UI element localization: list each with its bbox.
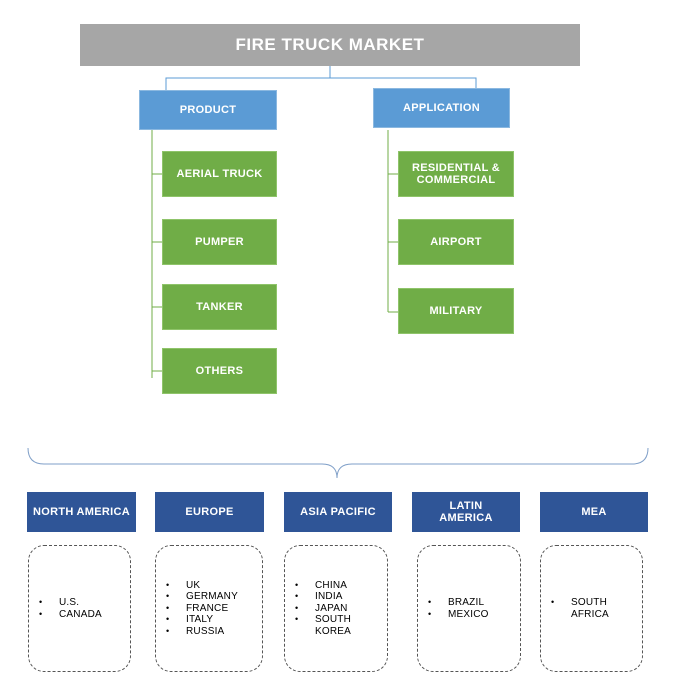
country-list: BRAZIL MEXICO bbox=[418, 597, 489, 620]
country-item: U.S. bbox=[39, 597, 102, 609]
country-item: SOUTH AFRICA bbox=[551, 597, 615, 620]
country-list: UK GERMANY FRANCE ITALY RUSSIA bbox=[156, 580, 238, 638]
country-list: U.S. CANADA bbox=[29, 597, 102, 620]
product-item-others: OTHERS bbox=[162, 348, 277, 394]
country-item: UK bbox=[166, 580, 238, 592]
product-item-tanker: TANKER bbox=[162, 284, 277, 330]
country-item: RUSSIA bbox=[166, 626, 238, 638]
regions-brace bbox=[27, 447, 649, 479]
countries-north-america: U.S. CANADA bbox=[28, 545, 131, 672]
product-category-box: PRODUCT bbox=[139, 90, 277, 130]
diagram-title: FIRE TRUCK MARKET bbox=[80, 24, 580, 66]
region-europe: EUROPE bbox=[155, 492, 264, 532]
country-item: MEXICO bbox=[428, 609, 489, 621]
country-item: GERMANY bbox=[166, 591, 238, 603]
region-mea: MEA bbox=[540, 492, 648, 532]
region-north-america: NORTH AMERICA bbox=[27, 492, 136, 532]
country-item: SOUTH KOREA bbox=[295, 614, 365, 637]
country-item: INDIA bbox=[295, 591, 365, 603]
country-item: ITALY bbox=[166, 614, 238, 626]
application-item-residential-commercial: RESIDENTIAL & COMMERCIAL bbox=[398, 151, 514, 197]
country-item: CHINA bbox=[295, 580, 365, 592]
application-item-military: MILITARY bbox=[398, 288, 514, 334]
application-category-box: APPLICATION bbox=[373, 88, 510, 128]
application-item-airport: AIRPORT bbox=[398, 219, 514, 265]
country-item: FRANCE bbox=[166, 603, 238, 615]
countries-asia-pacific: CHINA INDIA JAPAN SOUTH KOREA bbox=[284, 545, 388, 672]
countries-latin-america: BRAZIL MEXICO bbox=[417, 545, 521, 672]
region-asia-pacific: ASIA PACIFIC bbox=[284, 492, 392, 532]
countries-mea: SOUTH AFRICA bbox=[540, 545, 643, 672]
product-item-pumper: PUMPER bbox=[162, 219, 277, 265]
country-item: JAPAN bbox=[295, 603, 365, 615]
title-to-application-connector bbox=[330, 77, 477, 88]
country-item: BRAZIL bbox=[428, 597, 489, 609]
country-list: CHINA INDIA JAPAN SOUTH KOREA bbox=[285, 580, 365, 638]
countries-europe: UK GERMANY FRANCE ITALY RUSSIA bbox=[155, 545, 263, 672]
product-item-aerial-truck: AERIAL TRUCK bbox=[162, 151, 277, 197]
country-list: SOUTH AFRICA bbox=[541, 597, 615, 620]
region-latin-america: LATIN AMERICA bbox=[412, 492, 520, 532]
country-item: CANADA bbox=[39, 609, 102, 621]
title-to-product-connector bbox=[165, 66, 331, 90]
